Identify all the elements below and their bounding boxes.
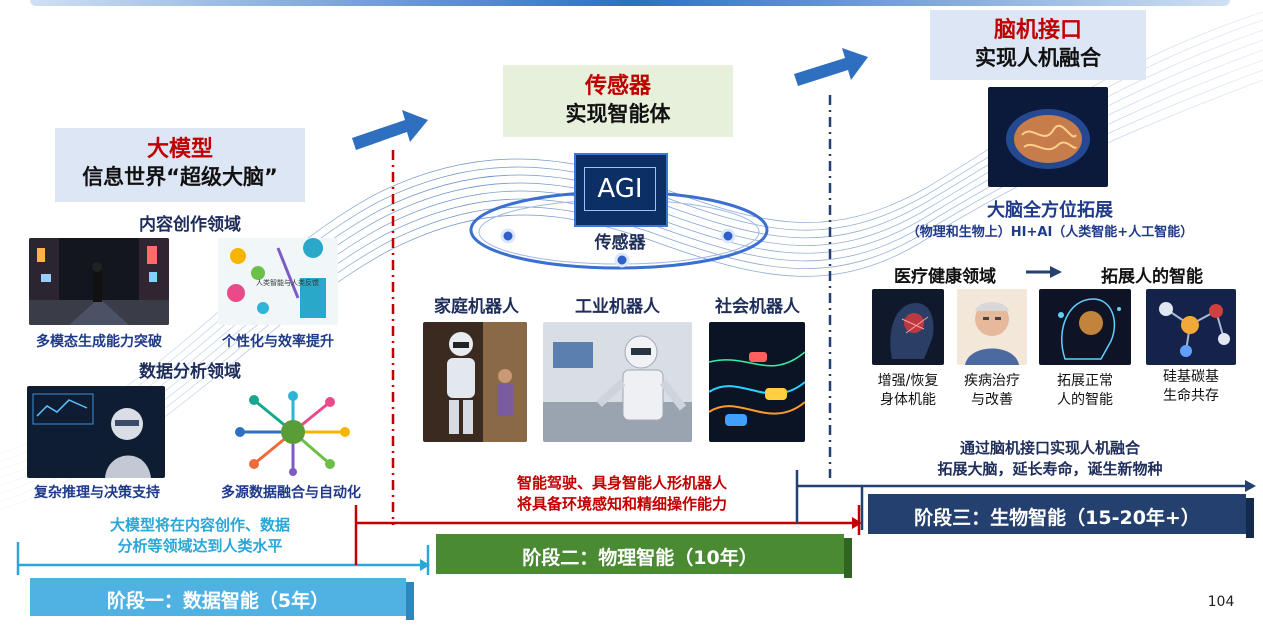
neural-head-image	[872, 289, 944, 365]
extend-intelligence-header: 拓展人的智能	[1101, 267, 1203, 287]
arrow-2	[794, 48, 868, 86]
personalization-image: 人类智能与人类反馈	[218, 238, 338, 325]
home-robot-label: 家庭机器人	[434, 297, 519, 317]
stage2-label-box: 阶段二：物理智能（10年）	[436, 534, 852, 578]
stage1-summary-line1: 大模型将在内容创作、数据	[109, 516, 290, 534]
agi-chip-icon: AGI	[574, 153, 668, 227]
stage1-subtitle: 信息世界“超级大脑”	[82, 165, 278, 189]
stage1-label-box: 阶段一：数据智能（5年）	[30, 578, 414, 620]
caption-restore-function: 增强/恢复 身体机能	[860, 372, 956, 410]
stage3-title: 脑机接口	[993, 18, 1082, 43]
stage3-summary: 通过脑机接口实现人机融合 拓展大脑，延长寿命，诞生新物种	[880, 438, 1220, 480]
caption-disease-line2: 与改善	[971, 392, 1013, 408]
agi-chip-text: AGI	[584, 167, 656, 211]
stage3-title-box: 脑机接口 实现人机融合	[930, 10, 1146, 80]
stage1-label: 阶段一：数据智能（5年）	[106, 590, 330, 612]
stage2-label: 阶段二：物理智能（10年）	[522, 547, 758, 569]
stage2-summary: 智能驾驶、具身智能人形机器人 将具备环境感知和精细操作能力	[462, 473, 782, 515]
home-robot-image	[423, 322, 527, 442]
stage3-label: 阶段三：生物智能（15-20年+）	[914, 507, 1200, 529]
stage1-title-box: 大模型 信息世界“超级大脑”	[55, 128, 305, 202]
molecule-image	[1146, 289, 1236, 365]
industrial-robot-image	[543, 322, 692, 442]
stage1-title: 大模型	[146, 137, 213, 162]
city-night-image	[29, 238, 169, 325]
caption-silicon-carbon: 硅基碳基 生命共存	[1143, 368, 1239, 406]
stage2-title: 传感器	[584, 74, 651, 99]
caption-restore-line2: 身体机能	[880, 392, 936, 408]
caption-reasoning: 复杂推理与决策支持	[34, 485, 160, 501]
ai-head-image	[1039, 289, 1131, 365]
stage1-summary-line2: 分析等领域达到人类水平	[117, 537, 283, 555]
caption-extend-normal: 拓展正常 人的智能	[1037, 372, 1133, 410]
stage2-subtitle: 实现智能体	[565, 102, 671, 126]
caption-extend-line2: 人的智能	[1057, 392, 1113, 408]
data-fusion-image	[230, 388, 356, 476]
stage2-summary-line1: 智能驾驶、具身智能人形机器人	[516, 474, 727, 492]
content-creation-header: 内容创作领域	[139, 215, 241, 235]
elderly-man-image	[957, 289, 1027, 365]
caption-restore-line1: 增强/恢复	[877, 373, 939, 389]
sensor-label: 传感器	[594, 233, 646, 253]
page-number: 104	[1207, 594, 1235, 610]
medical-header: 医疗健康领域	[894, 267, 996, 287]
brain-image	[988, 87, 1108, 187]
personalization-image-text: 人类智能与人类反馈	[256, 279, 319, 287]
caption-personalization: 个性化与效率提升	[222, 334, 334, 350]
caption-disease-line1: 疾病治疗	[964, 373, 1020, 389]
brain-expand-subtitle: （物理和生物上）HI+AI（人类智能+人工智能）	[906, 225, 1194, 240]
caption-silicon-line1: 硅基碳基	[1163, 369, 1219, 385]
caption-disease-treatment: 疾病治疗 与改善	[944, 372, 1040, 410]
caption-data-fusion: 多源数据融合与自动化	[221, 485, 361, 501]
data-analysis-header: 数据分析领域	[139, 362, 241, 382]
stage1-summary: 大模型将在内容创作、数据 分析等领域达到人类水平	[60, 515, 340, 557]
social-robot-label: 社会机器人	[715, 297, 800, 317]
robot-thinking-image	[27, 386, 165, 478]
right-arrow-icon	[1026, 266, 1062, 278]
caption-silicon-line2: 生命共存	[1163, 388, 1219, 404]
stage2-summary-line2: 将具备环境感知和精细操作能力	[516, 495, 727, 513]
industrial-robot-label: 工业机器人	[575, 297, 660, 317]
stage3-summary-line1: 通过脑机接口实现人机融合	[959, 439, 1140, 457]
top-accent-bar	[30, 0, 1230, 6]
arrow-1	[352, 110, 428, 150]
caption-extend-line1: 拓展正常	[1057, 373, 1113, 389]
stage2-title-box: 传感器 实现智能体	[503, 65, 733, 137]
social-robot-image	[709, 322, 805, 442]
brain-expand-title: 大脑全方位拓展	[987, 200, 1113, 221]
caption-multimodal: 多模态生成能力突破	[36, 334, 162, 350]
stage3-label-box: 阶段三：生物智能（15-20年+）	[868, 494, 1254, 538]
stage3-subtitle: 实现人机融合	[975, 46, 1101, 70]
stage3-summary-line2: 拓展大脑，延长寿命，诞生新物种	[937, 460, 1163, 478]
